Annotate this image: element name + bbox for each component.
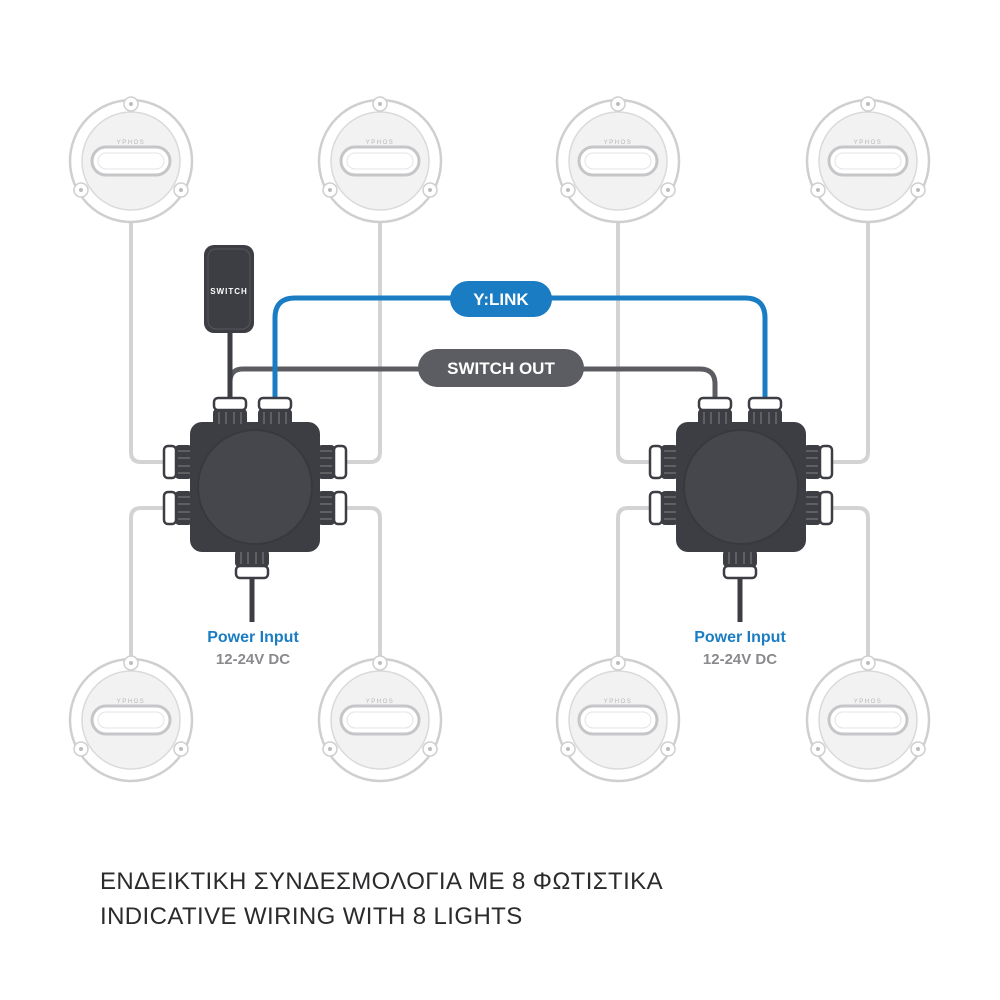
cable-light-5 xyxy=(129,506,172,662)
cable-light-2 xyxy=(338,220,382,464)
gland-bottom-power xyxy=(721,548,759,580)
ylink-pill: Y:LINK xyxy=(450,281,552,317)
light-fixture-2: YPHOS xyxy=(317,95,443,224)
switch-label: SWITCH xyxy=(210,287,248,296)
gland-top-ylink xyxy=(256,396,294,428)
power-input-right: Power Input 12-24V DC xyxy=(694,629,786,668)
junction-box-left xyxy=(162,396,348,580)
power-input-left: Power Input 12-24V DC xyxy=(207,629,299,668)
cable-light-7 xyxy=(616,506,658,662)
light-fixture-6: YPHOS xyxy=(317,654,443,783)
switch-out-pill: SWITCH OUT xyxy=(418,349,584,387)
gland-right-2 xyxy=(802,489,834,527)
light-cables xyxy=(129,220,870,662)
brand-label: YPHOS xyxy=(854,140,883,146)
power-input-voltage: 12-24V DC xyxy=(703,651,777,668)
gland-right-1 xyxy=(316,443,348,481)
cable-light-3 xyxy=(616,220,658,464)
gland-bottom-power xyxy=(233,548,271,580)
brand-label: YPHOS xyxy=(854,699,883,705)
gland-left-2 xyxy=(648,489,680,527)
light-fixture-1: YPHOS xyxy=(68,95,194,224)
brand-label: YPHOS xyxy=(366,699,395,705)
cable-light-8 xyxy=(824,506,870,662)
light-fixture-7: YPHOS xyxy=(555,654,681,783)
light-fixture-4: YPHOS xyxy=(805,95,931,224)
light-fixture-8: YPHOS xyxy=(805,654,931,783)
switch-out-label: SWITCH OUT xyxy=(447,359,555,378)
cable-light-4 xyxy=(824,220,870,464)
power-input-title: Power Input xyxy=(207,629,299,646)
cable-light-1 xyxy=(129,220,172,464)
power-input-title: Power Input xyxy=(694,629,786,646)
switch: SWITCH xyxy=(204,245,254,333)
gland-top-ylink xyxy=(746,396,784,428)
brand-label: YPHOS xyxy=(604,699,633,705)
gland-left-1 xyxy=(648,443,680,481)
gland-right-2 xyxy=(316,489,348,527)
light-fixture-5: YPHOS xyxy=(68,654,194,783)
gland-left-1 xyxy=(162,443,194,481)
brand-label: YPHOS xyxy=(117,699,146,705)
power-input-voltage: 12-24V DC xyxy=(216,651,290,668)
gland-top-switch xyxy=(211,396,249,428)
caption-english: INDICATIVE WIRING WITH 8 LIGHTS xyxy=(100,903,523,930)
ylink-label: Y:LINK xyxy=(473,290,529,309)
caption-greek: ΕΝΔΕΙΚΤΙΚΗ ΣΥΝΔΕΣΜΟΛΟΓΙΑ ΜΕ 8 ΦΩΤΙΣΤΙΚΑ xyxy=(100,868,663,895)
junction-box-right xyxy=(648,396,834,580)
cable-light-6 xyxy=(338,506,382,662)
light-fixture-3: YPHOS xyxy=(555,95,681,224)
gland-left-2 xyxy=(162,489,194,527)
gland-top-switch xyxy=(696,396,734,428)
brand-label: YPHOS xyxy=(117,140,146,146)
brand-label: YPHOS xyxy=(604,140,633,146)
gland-right-1 xyxy=(802,443,834,481)
brand-label: YPHOS xyxy=(366,140,395,146)
